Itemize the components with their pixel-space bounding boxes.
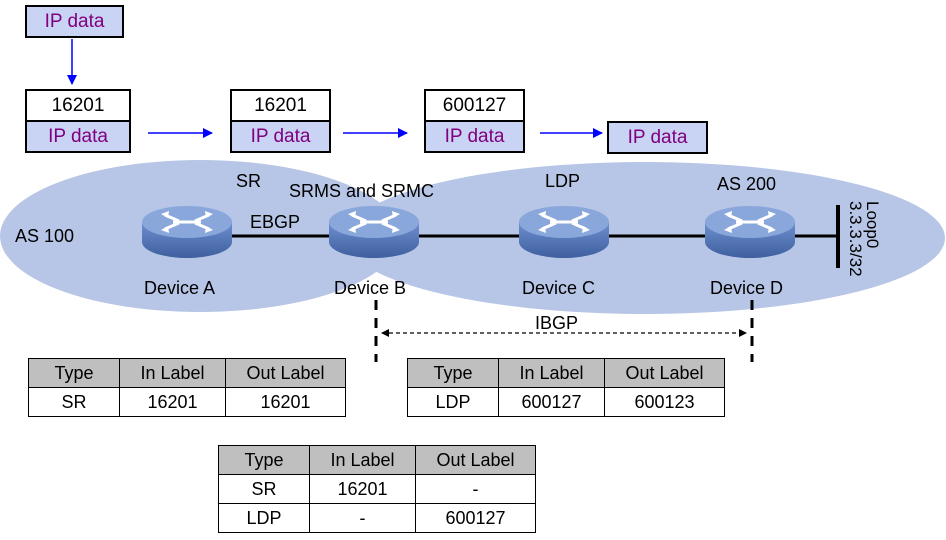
packet-hop2-ipdata: IP data [230,120,331,153]
device-c-icon [517,204,611,260]
cell-out-label: - [415,474,536,504]
packet-hop3-ipdata: IP data [424,120,525,153]
device-d-label: Device D [710,278,784,298]
packet-hop3-label: 600127 [424,89,525,122]
device-b-label: Device B [334,278,407,298]
ldp-region [345,162,945,314]
header-out-label: Out Label [225,358,346,388]
cell-type: LDP [218,503,310,533]
header-in-label: In Label [119,358,226,388]
cell-in-label: 600127 [498,387,605,417]
cell-out-label: 600127 [415,503,536,533]
device-a-label: Device A [144,278,216,298]
packet-hop2-label: 16201 [230,89,331,122]
cell-in-label: - [309,503,416,533]
header-in-label: In Label [498,358,605,388]
as100-label: AS 100 [15,226,75,246]
table-row: SR 16201 16201 [28,387,346,417]
cell-out-label: 16201 [225,387,346,417]
header-out-label: Out Label [415,445,536,475]
ldp-label: LDP [545,171,581,191]
table-row: SR 16201 - [218,474,536,504]
loopback-address: 3.3.3.3/32 [846,201,865,277]
header-type: Type [218,445,310,475]
device-d-icon [703,204,797,260]
loopback-label: Loop0 3.3.3.3/32 [846,197,888,279]
device-c-label-table: Type In Label Out Label LDP 600127 60012… [407,358,725,417]
cell-type: SR [218,474,310,504]
packet-final-ipdata: IP data [607,121,708,154]
table-header-row: Type In Label Out Label [407,358,725,388]
header-type: Type [28,358,120,388]
srms-srmc-label: SRMS and SRMC [289,181,435,201]
loopback-name: Loop0 [863,201,882,249]
sr-label: SR [236,171,262,191]
table-header-row: Type In Label Out Label [28,358,346,388]
cell-type: LDP [407,387,499,417]
packet-hop1-ipdata: IP data [25,120,131,153]
device-b-icon [327,204,421,260]
table-row: LDP 600127 600123 [407,387,725,417]
cell-type: SR [28,387,120,417]
as200-label: AS 200 [717,174,777,194]
header-out-label: Out Label [604,358,725,388]
device-a-label-table: Type In Label Out Label SR 16201 16201 [28,358,346,417]
cell-in-label: 16201 [119,387,226,417]
packet-initial-ipdata: IP data [25,5,124,38]
cell-in-label: 16201 [309,474,416,504]
device-a-icon [140,204,234,260]
packet-hop1-label: 16201 [25,89,131,122]
device-b-label-table: Type In Label Out Label SR 16201 - LDP -… [218,445,536,533]
header-in-label: In Label [309,445,416,475]
cell-out-label: 600123 [604,387,725,417]
device-c-label: Device C [522,278,596,298]
table-header-row: Type In Label Out Label [218,445,536,475]
header-type: Type [407,358,499,388]
table-row: LDP - 600127 [218,503,536,533]
ebgp-label: EBGP [250,212,301,232]
ibgp-label: IBGP [535,313,579,333]
